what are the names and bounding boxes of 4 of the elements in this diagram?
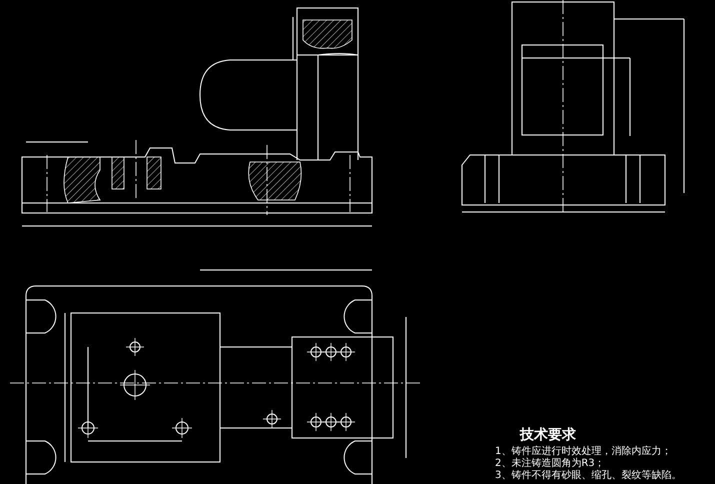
note-text: 1、铸件应进行时效处理，消除内应力； (495, 446, 672, 458)
note-text: 3、铸件不得有砂眼、缩孔、裂纹等缺陷。 (495, 470, 682, 482)
notes-heading: 技术要求 (520, 427, 576, 443)
note-text: 2、未注铸造圆角为R3； (495, 458, 605, 470)
